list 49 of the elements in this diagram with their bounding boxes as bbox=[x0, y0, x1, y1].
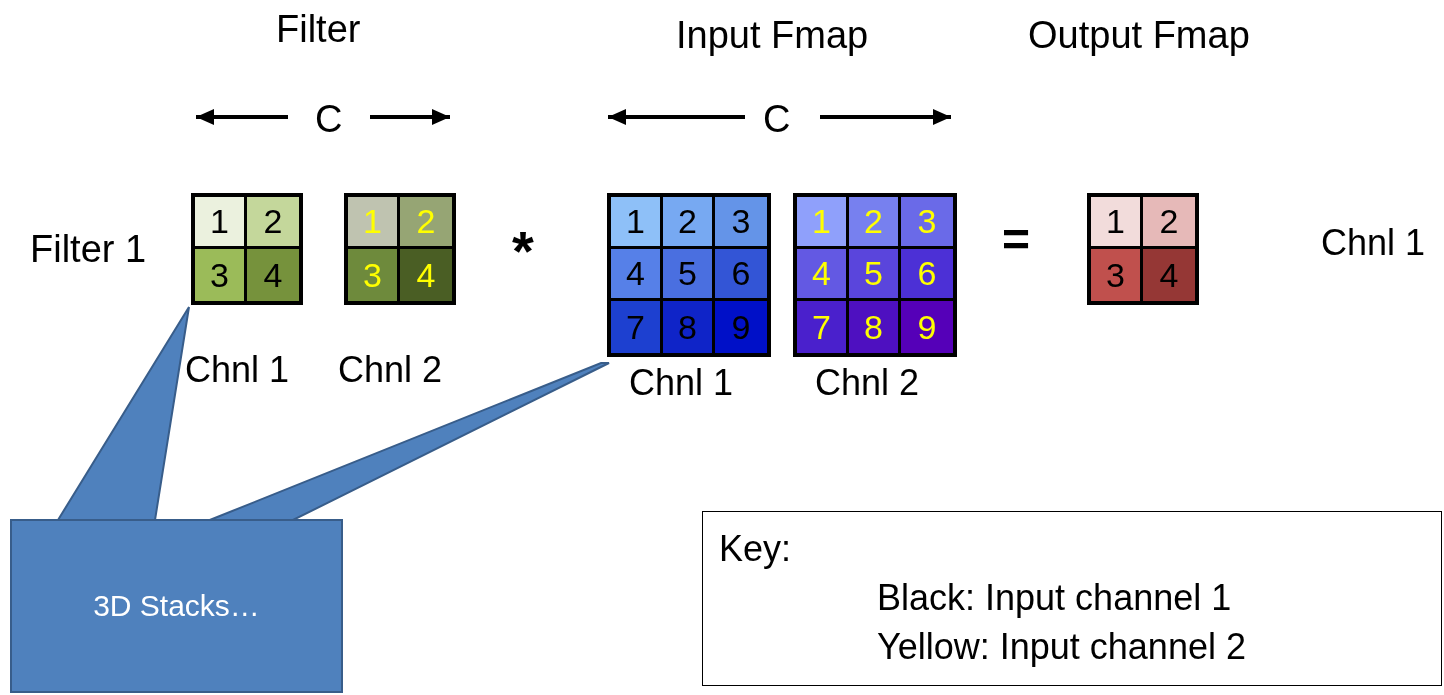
matrix-cell: 3 bbox=[195, 249, 244, 301]
matrix-cell: 5 bbox=[663, 249, 712, 298]
matrix-cell: 8 bbox=[849, 301, 898, 353]
channel-label: Chnl 2 bbox=[338, 349, 443, 391]
key-entry: Black: Input channel 1 bbox=[877, 577, 1232, 619]
convolution-operator: * bbox=[512, 218, 534, 283]
matrix-cell: 1 bbox=[195, 197, 244, 246]
matrix-cell: 1 bbox=[1091, 197, 1140, 246]
callout-pointer bbox=[208, 362, 610, 521]
equals-sign: = bbox=[1002, 212, 1031, 267]
channel-label: Chnl 1 bbox=[1321, 222, 1426, 264]
key-entry: Yellow: Input channel 2 bbox=[877, 626, 1246, 668]
matrix-cell: 9 bbox=[901, 301, 953, 353]
channel-label: Chnl 1 bbox=[629, 362, 734, 404]
matrix-cell: 6 bbox=[901, 249, 953, 298]
matrix-cell: 9 bbox=[715, 301, 767, 353]
matrix-cell: 4 bbox=[400, 249, 452, 301]
matrix-cell: 2 bbox=[663, 197, 712, 246]
matrix-cell: 6 bbox=[715, 249, 767, 298]
matrix-cell: 1 bbox=[348, 197, 397, 246]
callout-pointer bbox=[56, 306, 190, 521]
dimension-label: C bbox=[763, 98, 791, 141]
matrix-cell: 1 bbox=[797, 197, 846, 246]
matrix-cell: 3 bbox=[901, 197, 953, 246]
section-title: Output Fmap bbox=[1028, 14, 1250, 57]
matrix-cell: 4 bbox=[797, 249, 846, 298]
matrix-cell: 7 bbox=[611, 301, 660, 353]
channel-label: Chnl 2 bbox=[815, 362, 920, 404]
matrix-cell: 5 bbox=[849, 249, 898, 298]
matrix-cell: 3 bbox=[715, 197, 767, 246]
section-title: Filter bbox=[276, 8, 361, 51]
matrix-cell: 3 bbox=[348, 249, 397, 301]
row-label: Filter 1 bbox=[30, 228, 147, 271]
key-heading: Key: bbox=[719, 528, 792, 570]
section-title: Input Fmap bbox=[676, 14, 869, 57]
dimension-label: C bbox=[315, 98, 343, 141]
matrix-cell: 2 bbox=[400, 197, 452, 246]
channel-label: Chnl 1 bbox=[185, 349, 290, 391]
matrix-cell: 7 bbox=[797, 301, 846, 353]
matrix-cell: 2 bbox=[1143, 197, 1195, 246]
matrix-cell: 8 bbox=[663, 301, 712, 353]
matrix-cell: 1 bbox=[611, 197, 660, 246]
matrix-cell: 4 bbox=[611, 249, 660, 298]
matrix-cell: 4 bbox=[247, 249, 299, 301]
matrix-cell: 2 bbox=[247, 197, 299, 246]
matrix-cell: 2 bbox=[849, 197, 898, 246]
matrix-cell: 3 bbox=[1091, 249, 1140, 301]
key-box bbox=[702, 511, 1442, 686]
matrix-cell: 4 bbox=[1143, 249, 1195, 301]
